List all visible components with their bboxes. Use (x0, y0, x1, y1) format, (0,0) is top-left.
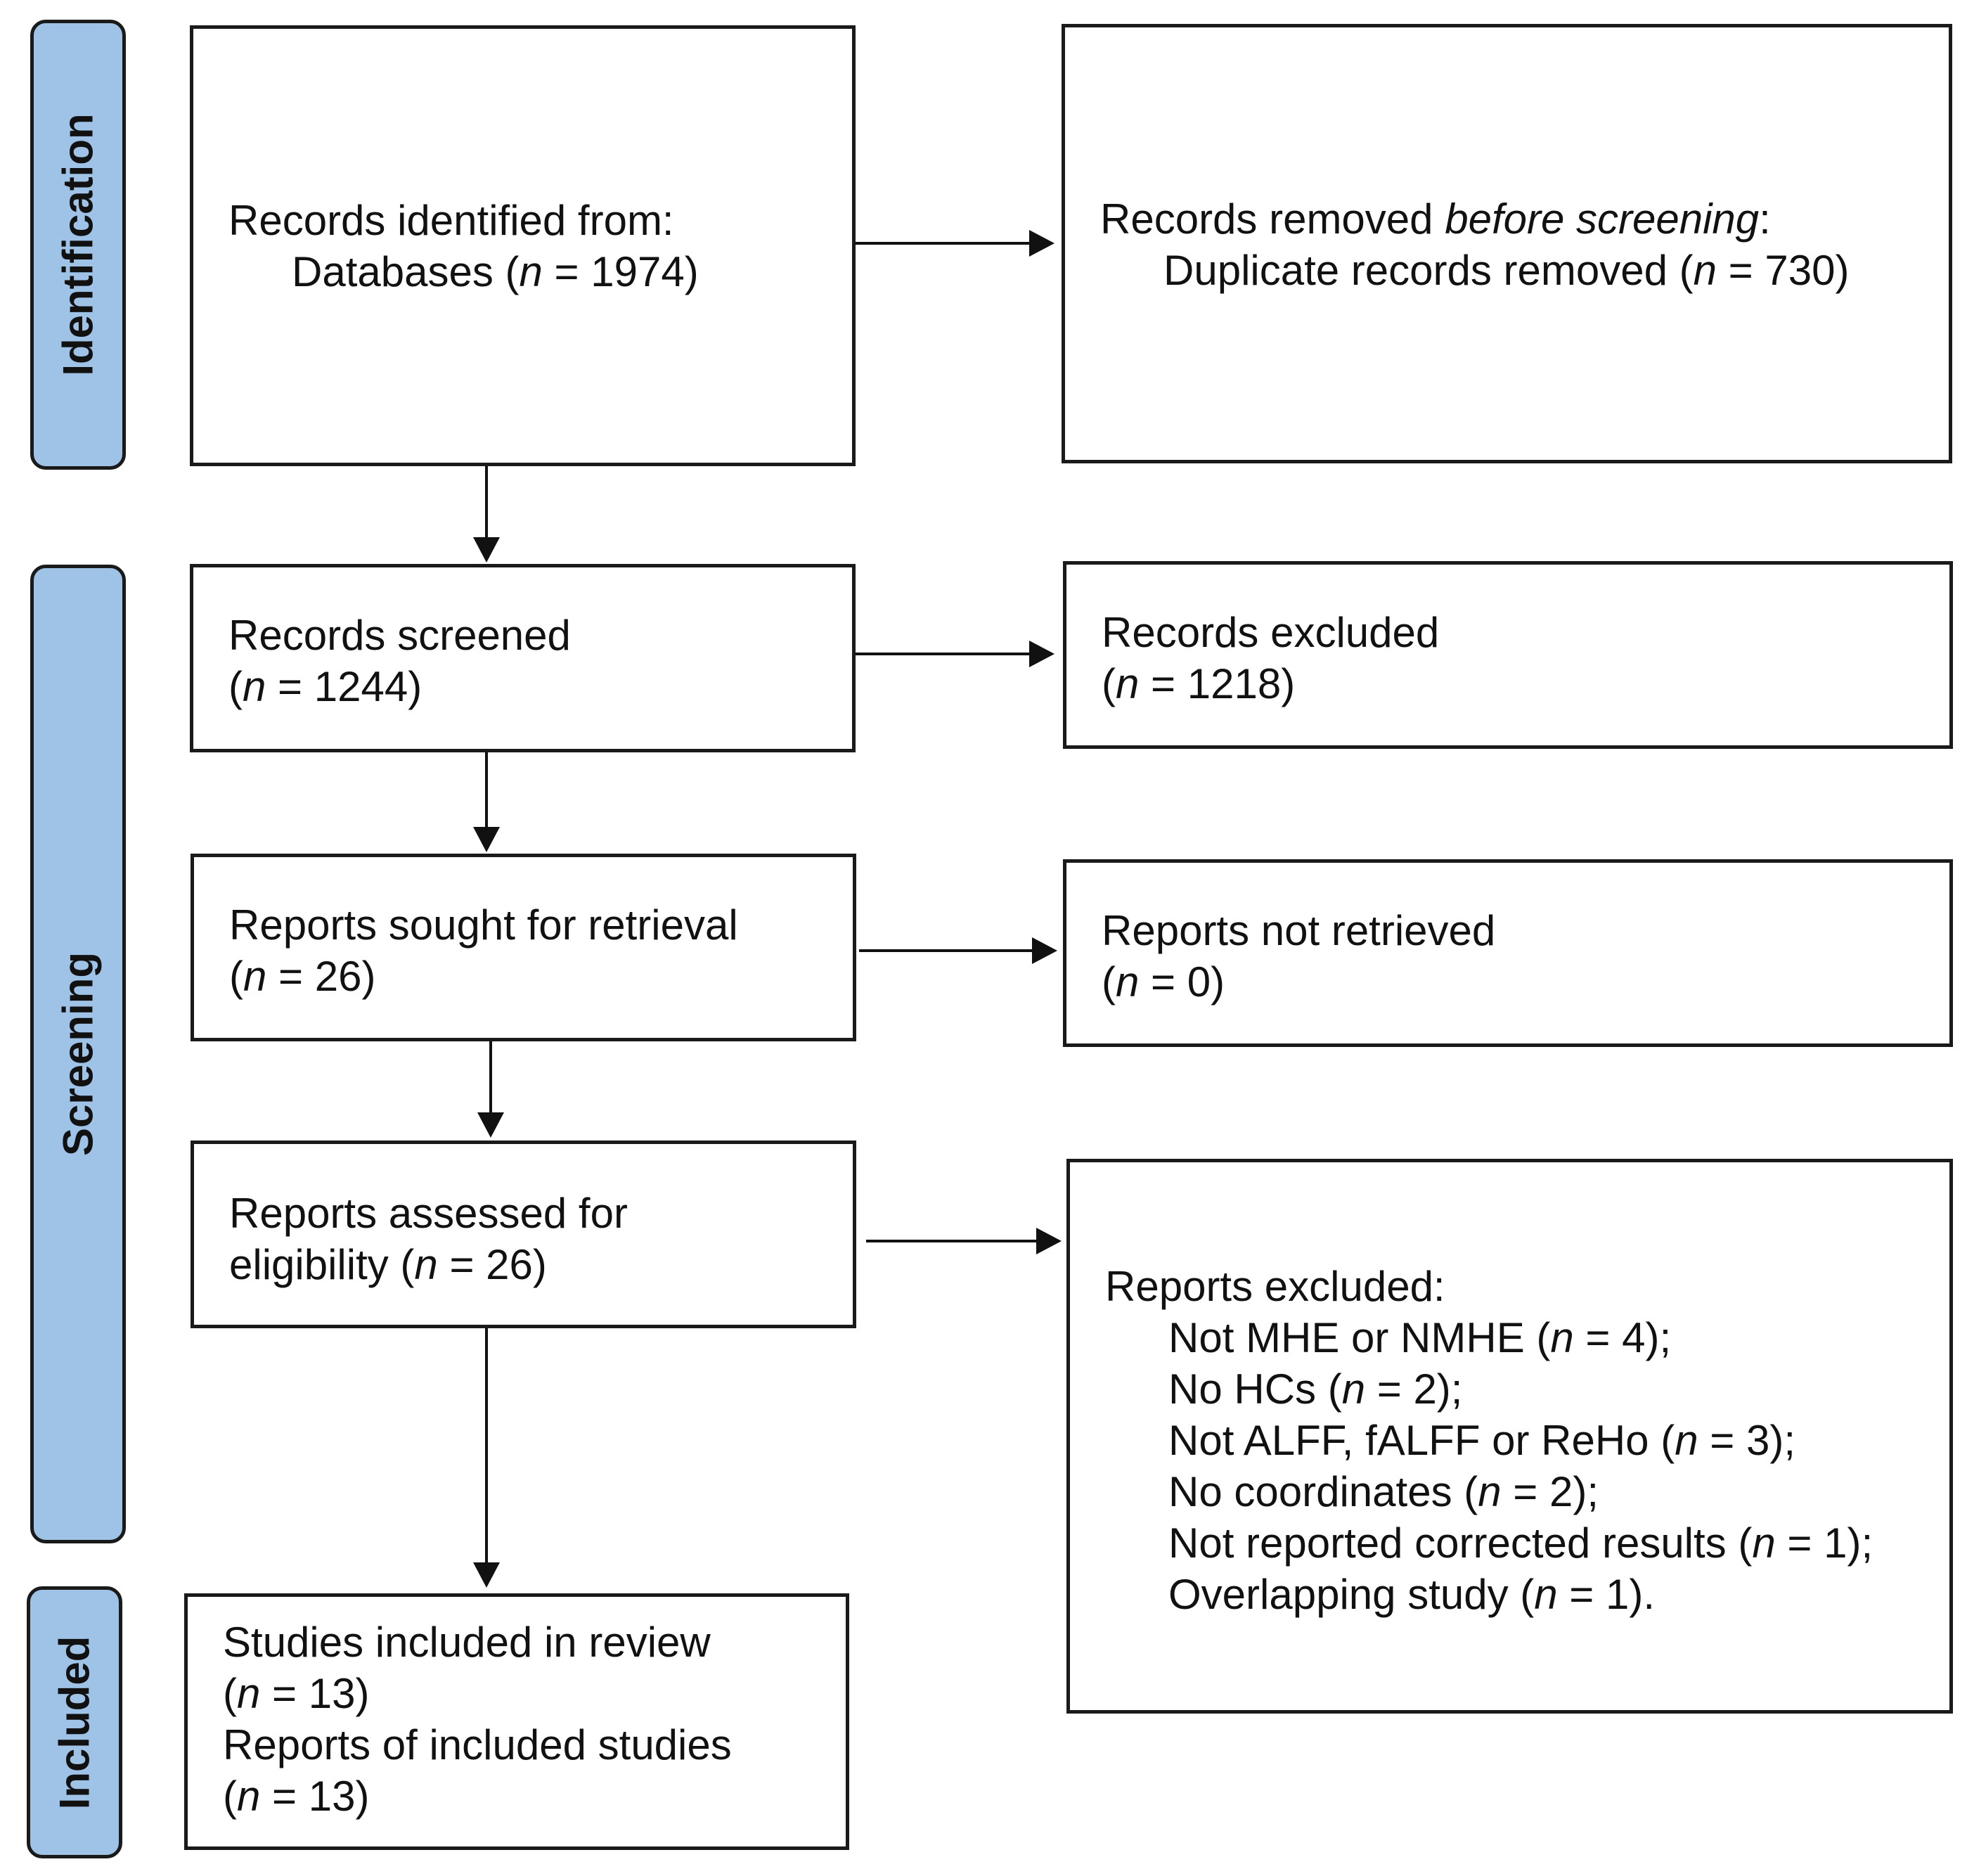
arrowhead (473, 1562, 500, 1588)
box-reports-not-retrieved: Reports not retrieved (n = 0) (1063, 859, 1953, 1047)
records-identified-label: Records identified from: (228, 197, 674, 244)
box-reports-assessed: Reports assessed for eligibility (n = 26… (191, 1141, 856, 1328)
box-studies-included: Studies included in review (n = 13) Repo… (184, 1593, 849, 1850)
records-screened-label: Records screened (228, 612, 571, 659)
phase-screening: Screening (30, 565, 126, 1543)
arrowhead (1036, 1228, 1062, 1254)
arrowhead (1032, 937, 1057, 964)
exclusion-reason-item: No HCs (n = 2); (1168, 1366, 1463, 1413)
arrowhead (473, 537, 500, 563)
reports-sought-count: (n = 26) (229, 953, 376, 1000)
box-records-removed: Records removed before screening: Duplic… (1062, 24, 1952, 463)
box-reports-excluded: Reports excluded: Not MHE or NMHE (n = 4… (1066, 1159, 1953, 1714)
exclusion-reason-item: No coordinates (n = 2); (1168, 1468, 1599, 1515)
reports-of-included-label: Reports of included studies (223, 1721, 732, 1768)
reports-assessed-count: eligibility (n = 26) (229, 1241, 547, 1288)
exclusion-reason-item: Not MHE or NMHE (n = 4); (1168, 1314, 1672, 1361)
exclusion-reason-item: Not reported corrected results (n = 1); (1168, 1520, 1874, 1567)
phase-label-included: Included (51, 1636, 98, 1809)
phase-identification: Identification (30, 20, 126, 470)
arrowhead (1029, 230, 1055, 257)
reports-of-included-count: (n = 13) (223, 1773, 370, 1820)
records-excluded-count: (n = 1218) (1102, 660, 1296, 707)
reports-not-retrieved-label: Reports not retrieved (1102, 907, 1496, 954)
phase-label-identification: Identification (54, 113, 102, 376)
studies-included-label: Studies included in review (223, 1619, 711, 1666)
arrowhead (473, 827, 500, 852)
phase-included: Included (27, 1586, 122, 1858)
phase-label-screening: Screening (54, 951, 102, 1157)
duplicate-records-count: Duplicate records removed (n = 730) (1163, 247, 1850, 294)
box-records-excluded: Records excluded (n = 1218) (1063, 561, 1953, 749)
box-records-identified: Records identified from: Databases (n = … (190, 25, 856, 466)
arrowhead (477, 1112, 504, 1138)
reports-excluded-label: Reports excluded: (1105, 1263, 1445, 1310)
databases-count: Databases (n = 1974) (292, 248, 699, 295)
records-excluded-label: Records excluded (1102, 609, 1440, 656)
exclusion-reason-item: Overlapping study (n = 1). (1168, 1571, 1656, 1618)
reports-assessed-label: Reports assessed for (229, 1190, 628, 1237)
arrowhead (1029, 641, 1055, 667)
box-records-screened: Records screened (n = 1244) (190, 564, 856, 752)
records-removed-label: Records removed before screening: (1100, 195, 1771, 243)
reports-not-retrieved-count: (n = 0) (1102, 958, 1225, 1006)
reports-sought-label: Reports sought for retrieval (229, 901, 738, 949)
box-reports-sought: Reports sought for retrieval (n = 26) (191, 854, 856, 1041)
exclusion-reason-item: Not ALFF, fALFF or ReHo (n = 3); (1168, 1417, 1795, 1464)
studies-included-count: (n = 13) (223, 1670, 370, 1717)
records-screened-count: (n = 1244) (228, 663, 423, 710)
